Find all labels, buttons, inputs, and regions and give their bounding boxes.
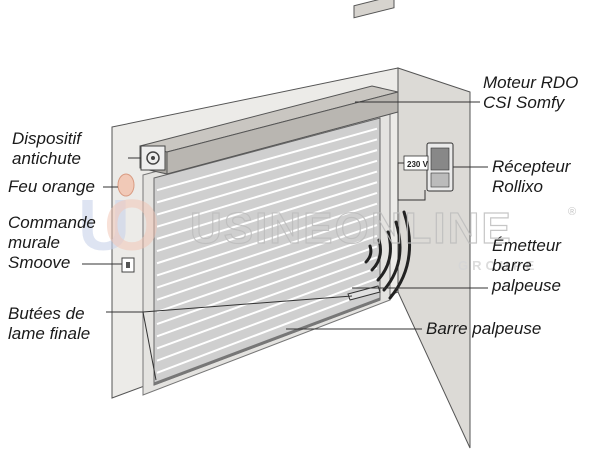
door-slat-line [156, 149, 378, 216]
watermark-main: USINEONLINE [190, 204, 513, 253]
label-barre: Barre palpeuse [426, 319, 542, 338]
wall-switch-icon [121, 257, 135, 273]
door-slat-line [156, 127, 378, 192]
watermark-logo-o: O [104, 186, 160, 266]
door-slat-line [156, 159, 378, 228]
receiver-wiring [397, 162, 426, 201]
leader-butees-right [142, 295, 353, 313]
label-feu: Feu orange [8, 177, 95, 196]
door-slat-line [156, 256, 378, 338]
safety-edge-bar [153, 297, 381, 386]
leader-butees-down [142, 311, 157, 381]
door-slat-line [156, 234, 378, 313]
watermark: U O USINEONLINE GROUPE ® [78, 186, 576, 273]
door-slat-line [156, 138, 378, 204]
door-slat-line [156, 213, 378, 289]
motor [353, 0, 395, 19]
watermark-logo-u: U [78, 186, 130, 266]
door-slat-line [156, 288, 378, 374]
door-slat-line [156, 181, 378, 253]
transmitter-icon [347, 285, 381, 301]
door-slat-line [156, 170, 378, 240]
door-slat-line [156, 224, 378, 301]
fall-arrest-device-icon [140, 145, 166, 171]
watermark-sub: GROUPE [458, 258, 538, 273]
watermark-registered: ® [568, 206, 576, 218]
door-slat-line [156, 266, 378, 350]
leader-lines [82, 101, 488, 381]
transmitter-waves-icon [364, 210, 411, 300]
voltage-label: 230 V [407, 160, 429, 169]
door-slat-line [156, 202, 378, 277]
receiver-box-icon [403, 142, 454, 192]
door-slats [156, 127, 378, 374]
orange-light-icon [117, 173, 135, 197]
door-slat-line [156, 191, 378, 265]
door-slat-line [156, 277, 378, 362]
door-slat-line [156, 245, 378, 326]
